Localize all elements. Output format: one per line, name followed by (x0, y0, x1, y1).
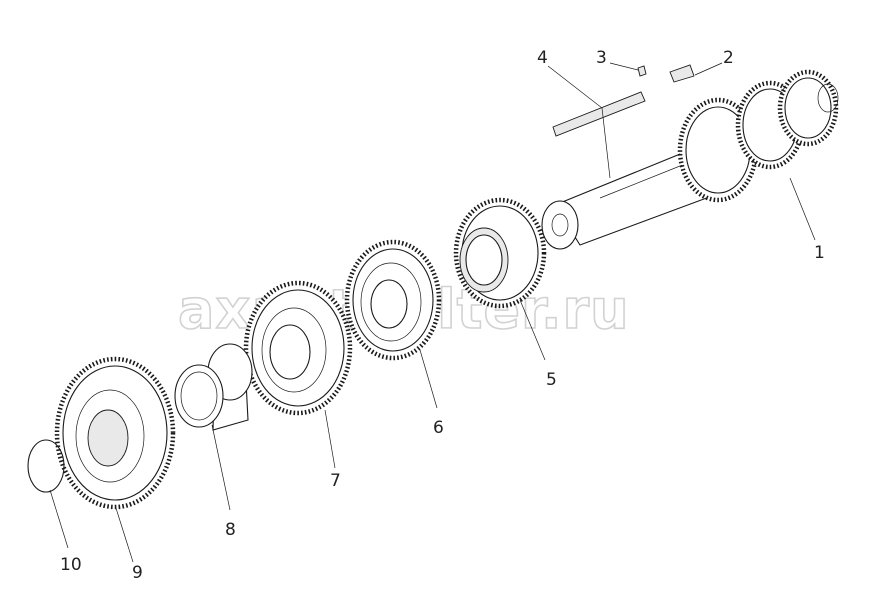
part-5-gear (453, 197, 547, 309)
callout-1: 1 (814, 243, 825, 263)
part-3-pin (637, 65, 647, 77)
callout-4: 4 (537, 48, 548, 68)
callout-7: 7 (330, 471, 341, 491)
callout-3: 3 (596, 48, 607, 68)
callout-9: 9 (132, 563, 143, 583)
callout-8: 8 (225, 520, 236, 540)
callout-6: 6 (433, 418, 444, 438)
part-6-gear (344, 239, 442, 361)
leader-lines (49, 62, 816, 563)
part-1-shaft (541, 69, 839, 250)
part-10-snap-ring (27, 439, 65, 493)
part-2-key (669, 64, 695, 83)
part-9-gear (54, 356, 176, 510)
part-8-bushing (174, 343, 253, 431)
callout-5: 5 (546, 370, 557, 390)
part-7-gear (243, 280, 353, 416)
callout-2: 2 (723, 48, 734, 68)
callout-10: 10 (60, 555, 82, 575)
part-4-long-key (552, 91, 646, 137)
